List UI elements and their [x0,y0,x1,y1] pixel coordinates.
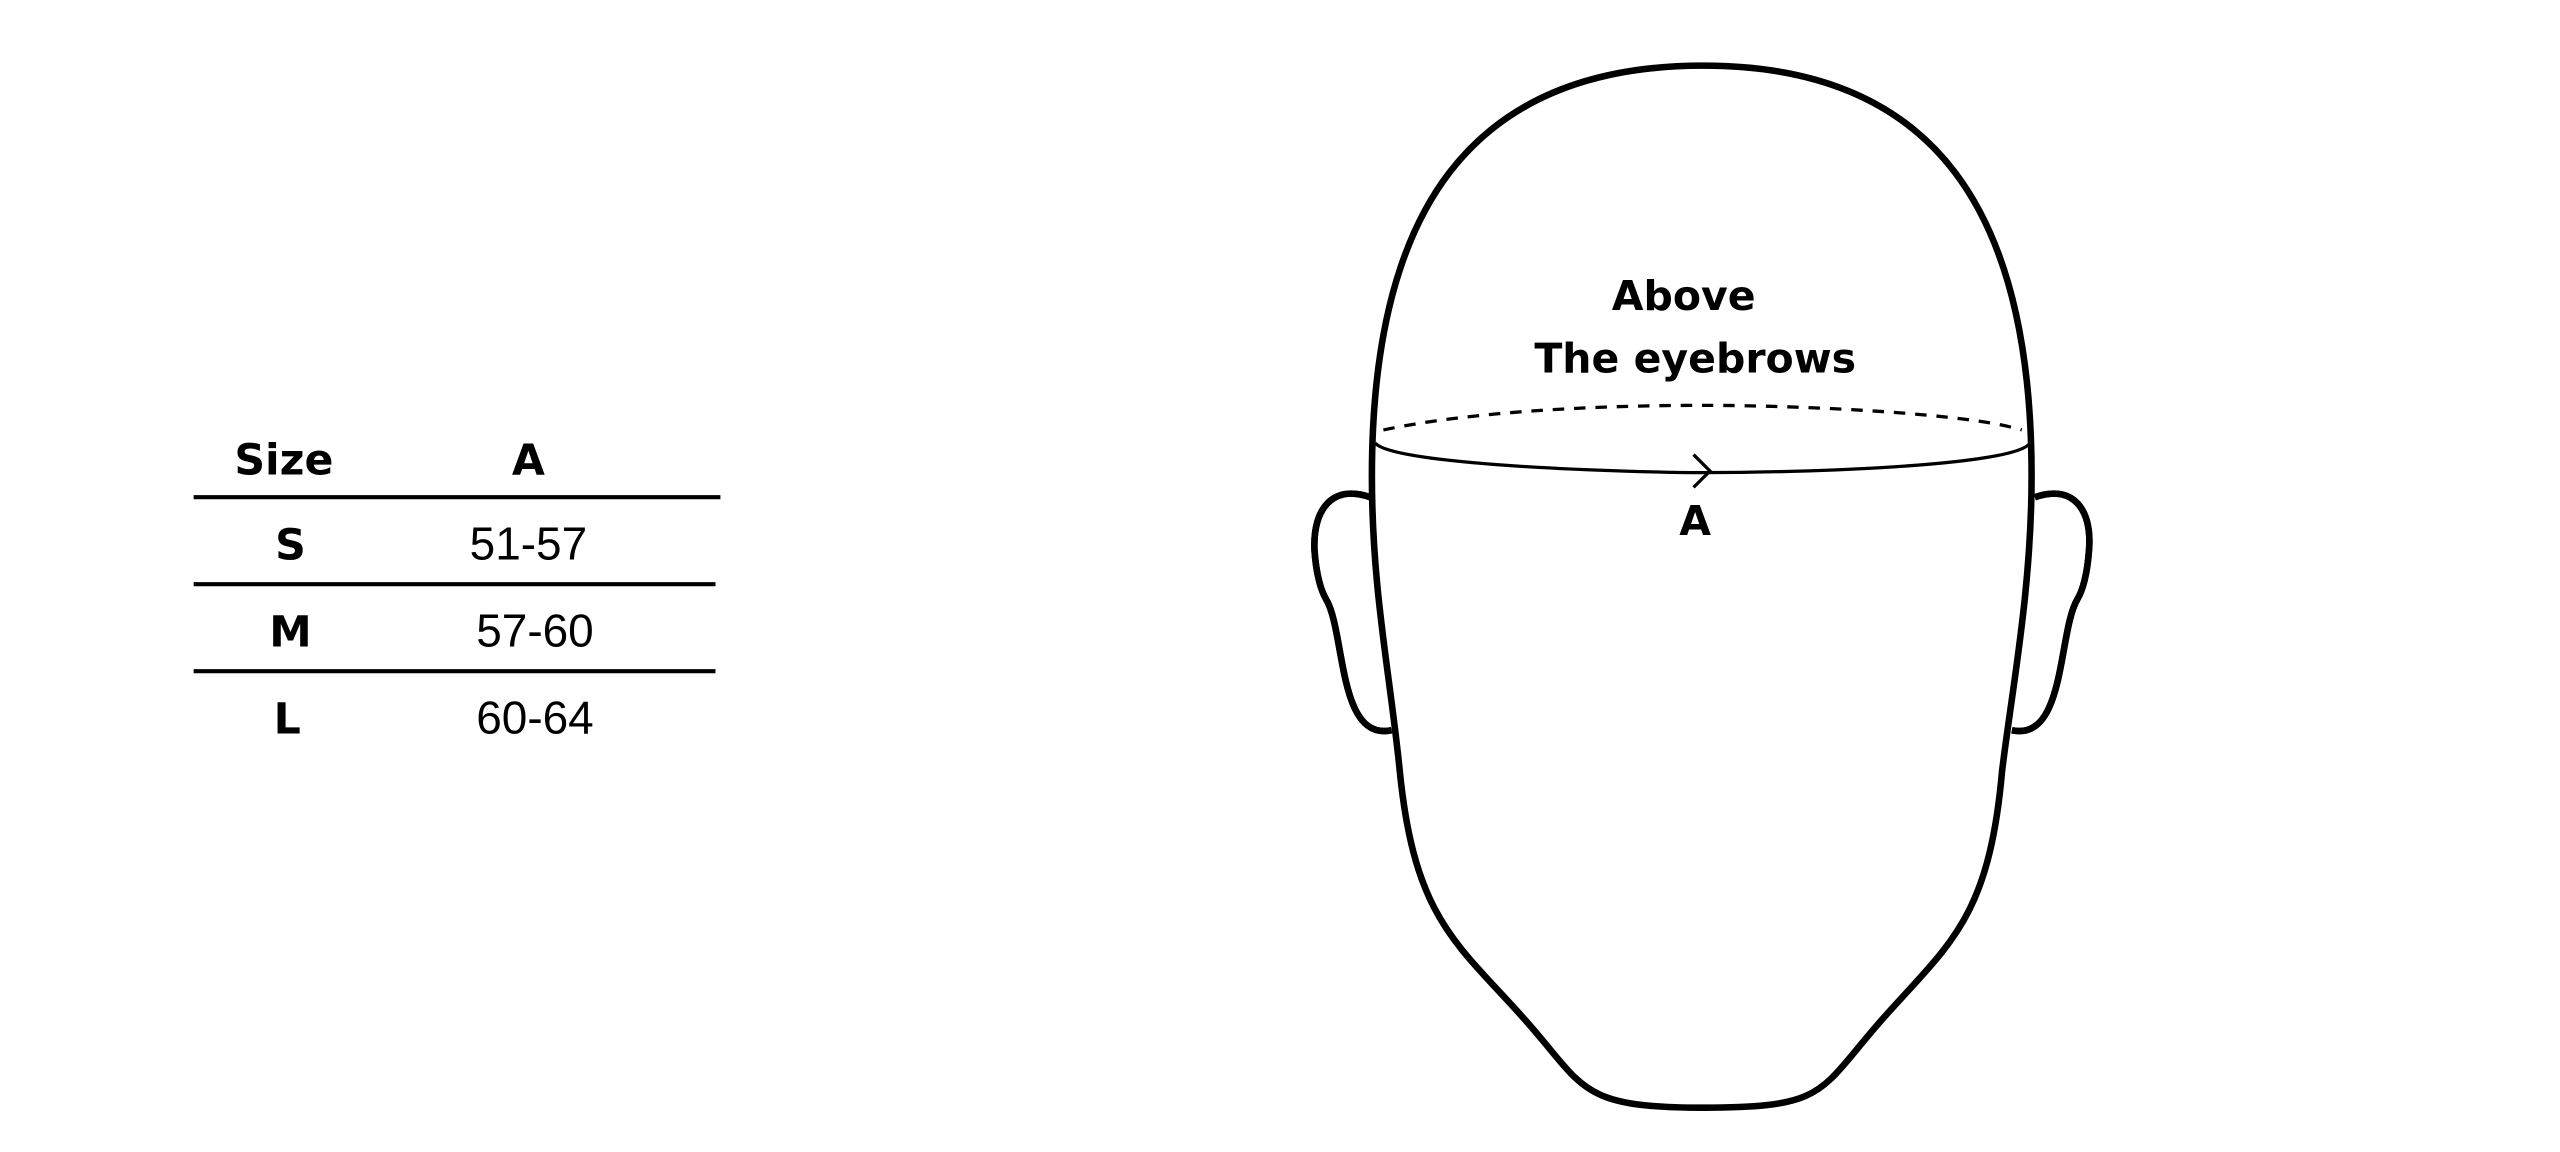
label-eyebrows: The eyebrows [1534,335,1856,383]
left-ear [1311,490,1393,735]
a-cell: 60-64 [476,692,594,744]
right-ear [2011,490,2093,735]
measure-line-front [1373,441,2032,475]
table-row: L 60-64 [274,692,594,745]
a-cell: 51-57 [470,518,588,570]
head-illustration [1311,62,2093,1111]
label-above: Above [1612,272,1756,320]
head-outline [1368,62,2035,1111]
a-cell: 57-60 [476,605,594,657]
size-cell: S [275,521,306,571]
measure-line-back [1383,403,2023,432]
size-table: Size A S 51-57 M 57-60 L 60-64 [193,435,721,745]
table-row: M 57-60 [269,605,593,658]
header-a: A [512,435,545,485]
header-size: Size [234,435,333,485]
measure-label: A [1679,497,1711,545]
size-cell: L [274,695,301,745]
table-row: S 51-57 [275,518,587,571]
size-cell: M [269,608,311,658]
arrow-icon [1692,453,1713,489]
